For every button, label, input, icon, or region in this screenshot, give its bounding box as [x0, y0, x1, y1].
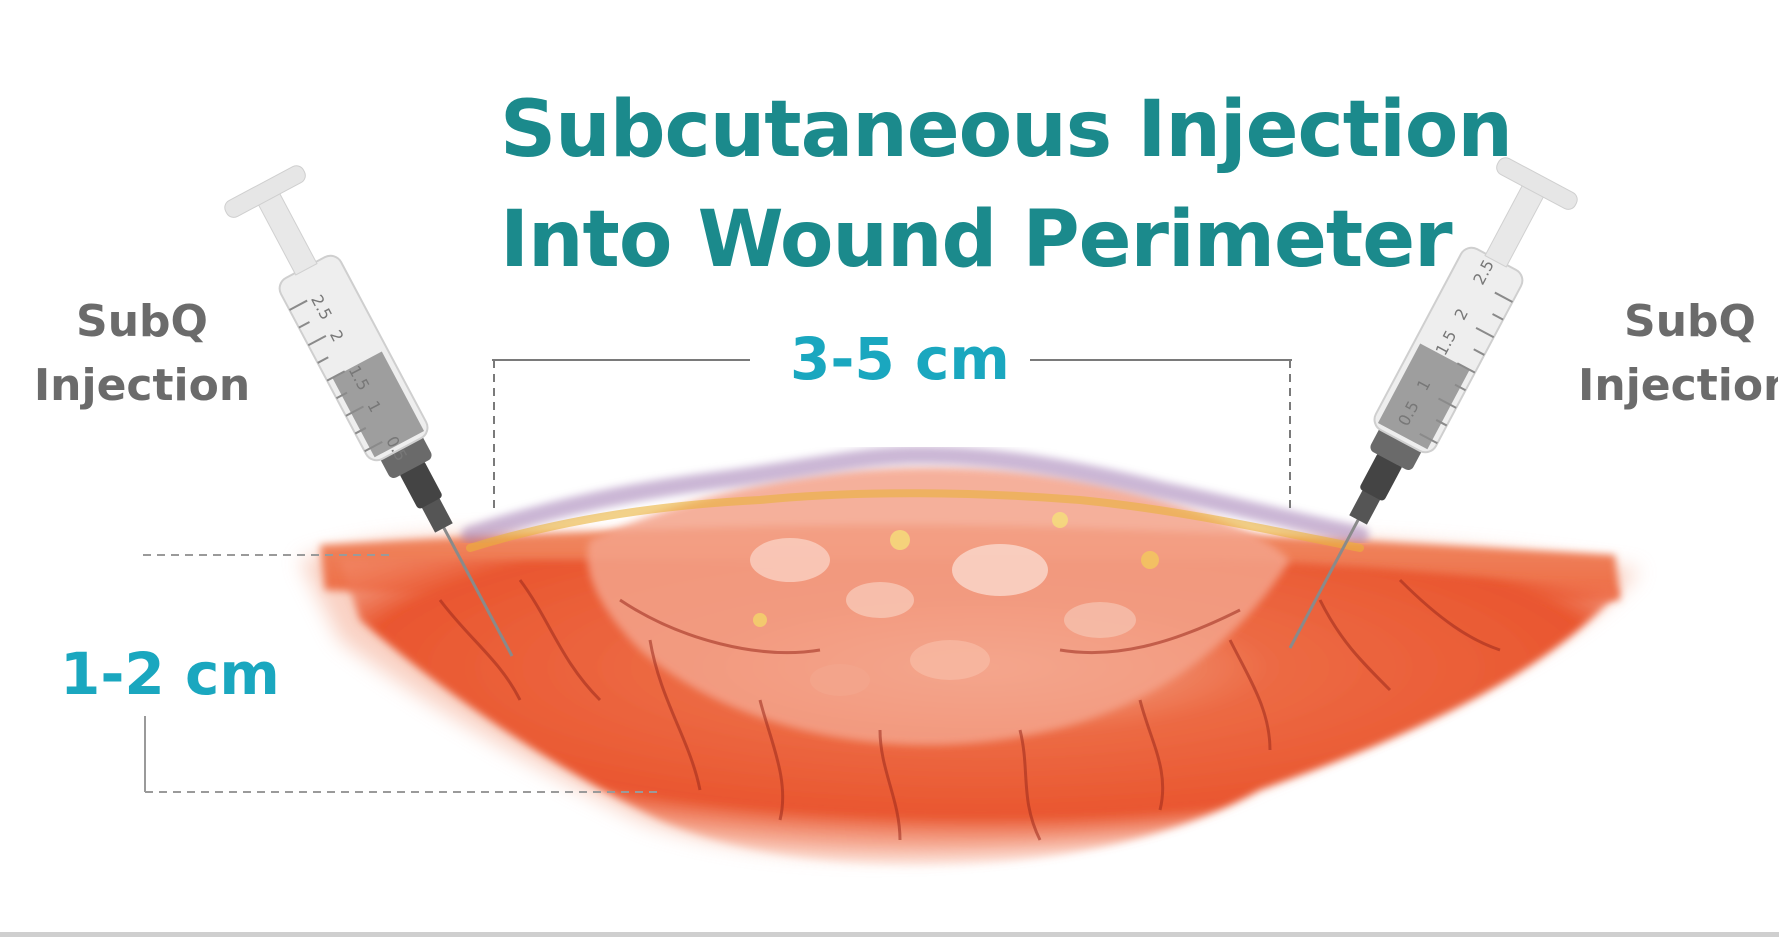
left-label-line1: SubQ — [32, 290, 252, 354]
right-label-line1: SubQ — [1578, 290, 1778, 354]
right-label-line2: Injection — [1578, 354, 1778, 418]
depth-measurement: 1-2 cm — [60, 640, 280, 708]
right-subq-label: SubQ Injection — [1578, 290, 1778, 418]
title-line-2: Into Wound Perimeter — [500, 195, 1452, 285]
bottom-divider — [0, 932, 1779, 937]
width-measurement: 3-5 cm — [790, 325, 1010, 393]
left-label-line2: Injection — [32, 354, 252, 418]
left-subq-label: SubQ Injection — [32, 290, 252, 418]
title-line-1: Subcutaneous Injection — [500, 85, 1512, 175]
